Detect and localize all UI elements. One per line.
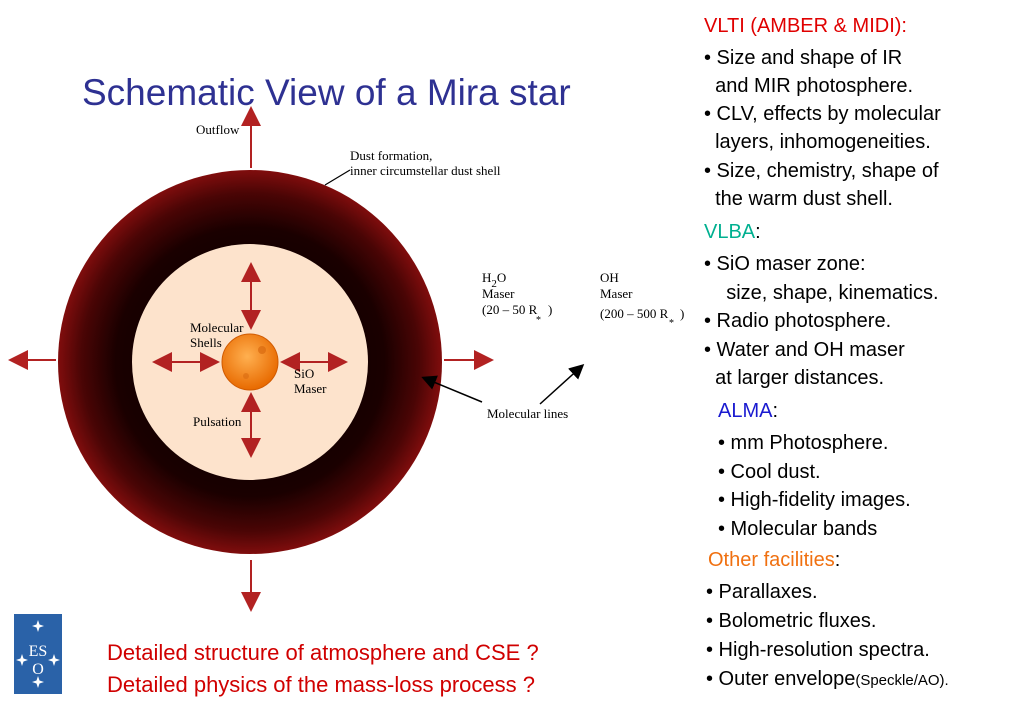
- h2o-maser-label: Maser: [482, 286, 515, 301]
- h2o-star-sub: *: [536, 315, 541, 326]
- other-item: • Parallaxes.: [706, 581, 818, 603]
- sio-maser-label: Maser: [294, 381, 327, 396]
- alma-item: • High-fidelity images.: [718, 489, 911, 511]
- vlba-heading: VLBA:: [704, 221, 761, 243]
- question-1: Detailed structure of atmosphere and CSE…: [107, 640, 539, 665]
- h2o-range-label: (20 – 50 R: [482, 302, 538, 317]
- eso-logo: ES O: [14, 614, 62, 694]
- star-spot: [243, 373, 249, 379]
- vlti-item: and MIR photosphere.: [704, 75, 914, 97]
- molecular-lines-label: Molecular lines: [487, 406, 568, 421]
- vlti-heading: VLTI (AMBER & MIDI):: [704, 15, 907, 37]
- alma-item: • Molecular bands: [718, 518, 878, 540]
- oh-maser-label: Maser: [600, 286, 633, 301]
- dust-pointer: [324, 169, 351, 186]
- oh-close: ): [680, 306, 684, 321]
- oh-label: OH: [600, 270, 619, 285]
- vlba-item: at larger distances.: [704, 367, 885, 389]
- oh-range-label: (200 – 500 R: [600, 306, 669, 321]
- vlba-item: • Water and OH maser: [704, 339, 905, 361]
- molecular-lines-pointer: [421, 375, 483, 403]
- vlti-item: • CLV, effects by molecular: [704, 103, 941, 125]
- vlti-item: the warm dust shell.: [704, 188, 893, 210]
- sio-label: SiO: [294, 366, 314, 381]
- star-spot: [258, 346, 266, 354]
- alma-heading: ALMA:: [718, 400, 779, 422]
- molecular-shells-label: Molecular: [190, 320, 244, 335]
- pulsation-label: Pulsation: [193, 414, 242, 429]
- mira-star-diagram: Outflow Dust formation, inner circumstel…: [8, 106, 684, 612]
- oh-star-sub: *: [669, 318, 674, 329]
- h2o-close: ): [548, 302, 552, 317]
- alma-item: • mm Photosphere.: [718, 432, 889, 454]
- dust-formation-label-2: inner circumstellar dust shell: [350, 163, 501, 178]
- outflow-label: Outflow: [196, 122, 240, 137]
- page-title: Schematic View of a Mira star: [82, 72, 571, 113]
- vlti-item: layers, inhomogeneities.: [704, 131, 931, 153]
- vlba-item: size, shape, kinematics.: [704, 282, 939, 304]
- molecular-lines-pointer-out: [539, 363, 585, 405]
- vlti-item: • Size and shape of IR: [704, 47, 903, 69]
- dust-formation-label: Dust formation,: [350, 148, 432, 163]
- svg-text:ES: ES: [29, 643, 48, 660]
- other-item: • Outer envelope(Speckle/AO).: [706, 668, 949, 690]
- vlti-item: • Size, chemistry, shape of: [704, 160, 939, 182]
- h2o-label: H2O: [482, 270, 506, 290]
- stellar-photosphere: [221, 333, 279, 391]
- alma-item: • Cool dust.: [718, 461, 821, 483]
- svg-text:O: O: [32, 661, 44, 678]
- vlba-item: • Radio photosphere.: [704, 310, 892, 332]
- other-heading: Other facilities:: [708, 549, 841, 571]
- molecular-shells-label-2: Shells: [190, 335, 222, 350]
- other-item: • High-resolution spectra.: [706, 639, 930, 661]
- question-2: Detailed physics of the mass-loss proces…: [107, 672, 535, 697]
- other-item: • Bolometric fluxes.: [706, 610, 877, 632]
- vlba-item: • SiO maser zone:: [704, 253, 866, 275]
